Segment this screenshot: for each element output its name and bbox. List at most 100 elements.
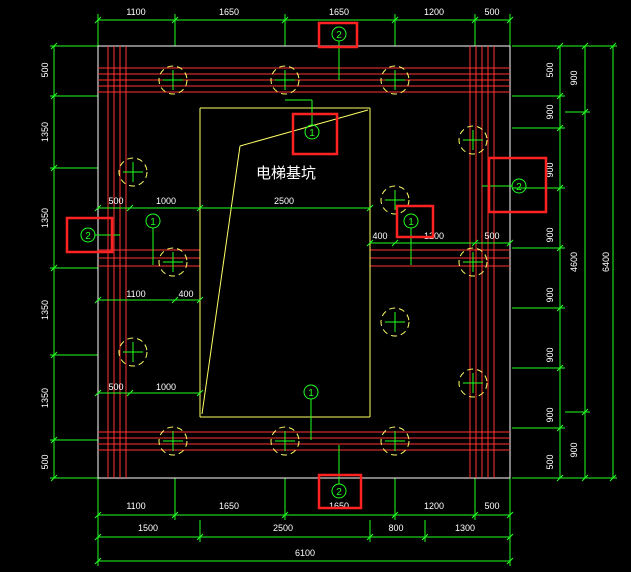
dim-tick <box>581 108 589 116</box>
marker-2-right-label: 2 <box>516 182 522 193</box>
dim-inner-r3-a: 500 <box>108 382 123 392</box>
dim-tick <box>556 474 564 482</box>
dim-inner-rs-a: 400 <box>372 231 387 241</box>
marker-2-left-label: 2 <box>85 231 91 242</box>
dim-right1-4: 900 <box>545 227 555 242</box>
dim-tick <box>50 264 58 272</box>
dim-tick <box>556 304 564 312</box>
dim-left-6: 500 <box>40 454 50 469</box>
dim-inner-r3-b: 1000 <box>156 382 176 392</box>
pile-circle <box>380 307 410 337</box>
dim-tick <box>171 296 179 304</box>
dim-tick <box>50 436 58 444</box>
dim-right1-1: 500 <box>545 62 555 77</box>
dim-tick <box>94 389 102 397</box>
pile-circle <box>458 125 488 155</box>
pile-circle <box>270 65 300 95</box>
dim-tick <box>366 204 374 212</box>
marker-1-lower: 1 <box>303 384 319 400</box>
dim-right1-8: 500 <box>545 454 555 469</box>
dim-tick <box>94 557 102 565</box>
highlight-box-right <box>487 156 548 214</box>
dim-tick <box>471 16 479 24</box>
dim-inner-rs-c: 500 <box>484 231 499 241</box>
dim-tick <box>581 42 589 50</box>
dim-bottom1-2: 1650 <box>219 501 239 511</box>
pile-circle <box>380 65 410 95</box>
pile-circle <box>458 247 488 277</box>
dim-tick <box>171 16 179 24</box>
dim-right1-5: 900 <box>545 287 555 302</box>
pit-slope-upper <box>239 109 369 147</box>
dim-left-1: 500 <box>40 62 50 77</box>
pile-circle <box>118 157 148 187</box>
dim-tick <box>556 92 564 100</box>
dim-bottom2-3: 800 <box>388 523 403 533</box>
dim-tick <box>126 389 134 397</box>
dim-left-2: 1350 <box>40 122 50 142</box>
dim-tick <box>609 474 617 482</box>
dim-tick <box>556 424 564 432</box>
highlight-box-upper <box>291 112 339 156</box>
dim-right1-2: 900 <box>545 104 555 119</box>
pile-circle <box>158 65 188 95</box>
dim-inner-r1-b: 1000 <box>156 196 176 206</box>
dim-left-5: 1350 <box>40 388 50 408</box>
dim-tick <box>50 92 58 100</box>
dim-bottom2-2: 2500 <box>273 523 293 533</box>
pile-circle <box>158 426 188 456</box>
dim-tick <box>506 239 514 247</box>
dim-bottom1-4: 1200 <box>424 501 444 511</box>
dim-tick <box>471 239 479 247</box>
dim-tick <box>94 296 102 304</box>
marker-1-lower-label: 1 <box>308 388 314 399</box>
dim-tick <box>281 511 289 519</box>
dim-tick <box>421 533 429 541</box>
dim-tick <box>50 164 58 172</box>
marker-1-upper: 1 <box>304 124 320 140</box>
highlight-boxes <box>65 21 548 510</box>
dim-tick <box>556 184 564 192</box>
dim-tick <box>366 239 374 247</box>
dim-left-3: 1350 <box>40 208 50 228</box>
dim-tick <box>196 533 204 541</box>
dim-right1-6: 900 <box>545 347 555 362</box>
dim-tick <box>196 389 204 397</box>
dim-top-3: 1650 <box>329 7 349 17</box>
dim-bottom2-1: 1500 <box>138 523 158 533</box>
dim-tick <box>366 533 374 541</box>
pile-circle <box>380 185 410 215</box>
dim-inner-r2-a: 1100 <box>126 289 145 299</box>
marker-2-right: 2 <box>511 178 527 194</box>
dim-bottom1-3: 1650 <box>329 501 349 511</box>
dim-tick <box>506 533 514 541</box>
dim-top-4: 1200 <box>424 7 444 17</box>
dim-right1-7: 900 <box>545 407 555 422</box>
dim-bottom-total: 6100 <box>295 548 315 558</box>
dim-tick <box>94 511 102 519</box>
pile-circle <box>270 426 300 456</box>
dim-left-4: 1350 <box>40 300 50 320</box>
dim-tick <box>196 296 204 304</box>
dim-right1-3: 900 <box>545 162 555 177</box>
marker-1-upper-label: 1 <box>309 128 315 139</box>
dim-tick <box>391 511 399 519</box>
dim-tick <box>556 364 564 372</box>
marker-2-top-label: 2 <box>336 30 342 41</box>
pile-circle <box>458 368 488 398</box>
dim-top-1: 1100 <box>126 7 145 17</box>
dim-tick <box>391 16 399 24</box>
dim-right2-b: 4600 <box>569 252 579 272</box>
pile-circle <box>158 247 188 277</box>
dim-tick <box>581 408 589 416</box>
marker-2-left: 2 <box>80 227 96 243</box>
marker-1-left-label: 1 <box>150 217 156 228</box>
pit-slope-left <box>201 145 241 415</box>
dim-tick <box>581 474 589 482</box>
highlight-box-inner-right <box>395 204 435 239</box>
highlight-box-left <box>65 216 114 254</box>
pile-circle <box>118 337 148 367</box>
dim-top-2: 1650 <box>219 7 239 17</box>
dim-right-total: 6400 <box>601 252 611 272</box>
marker-2-top: 2 <box>331 26 347 42</box>
